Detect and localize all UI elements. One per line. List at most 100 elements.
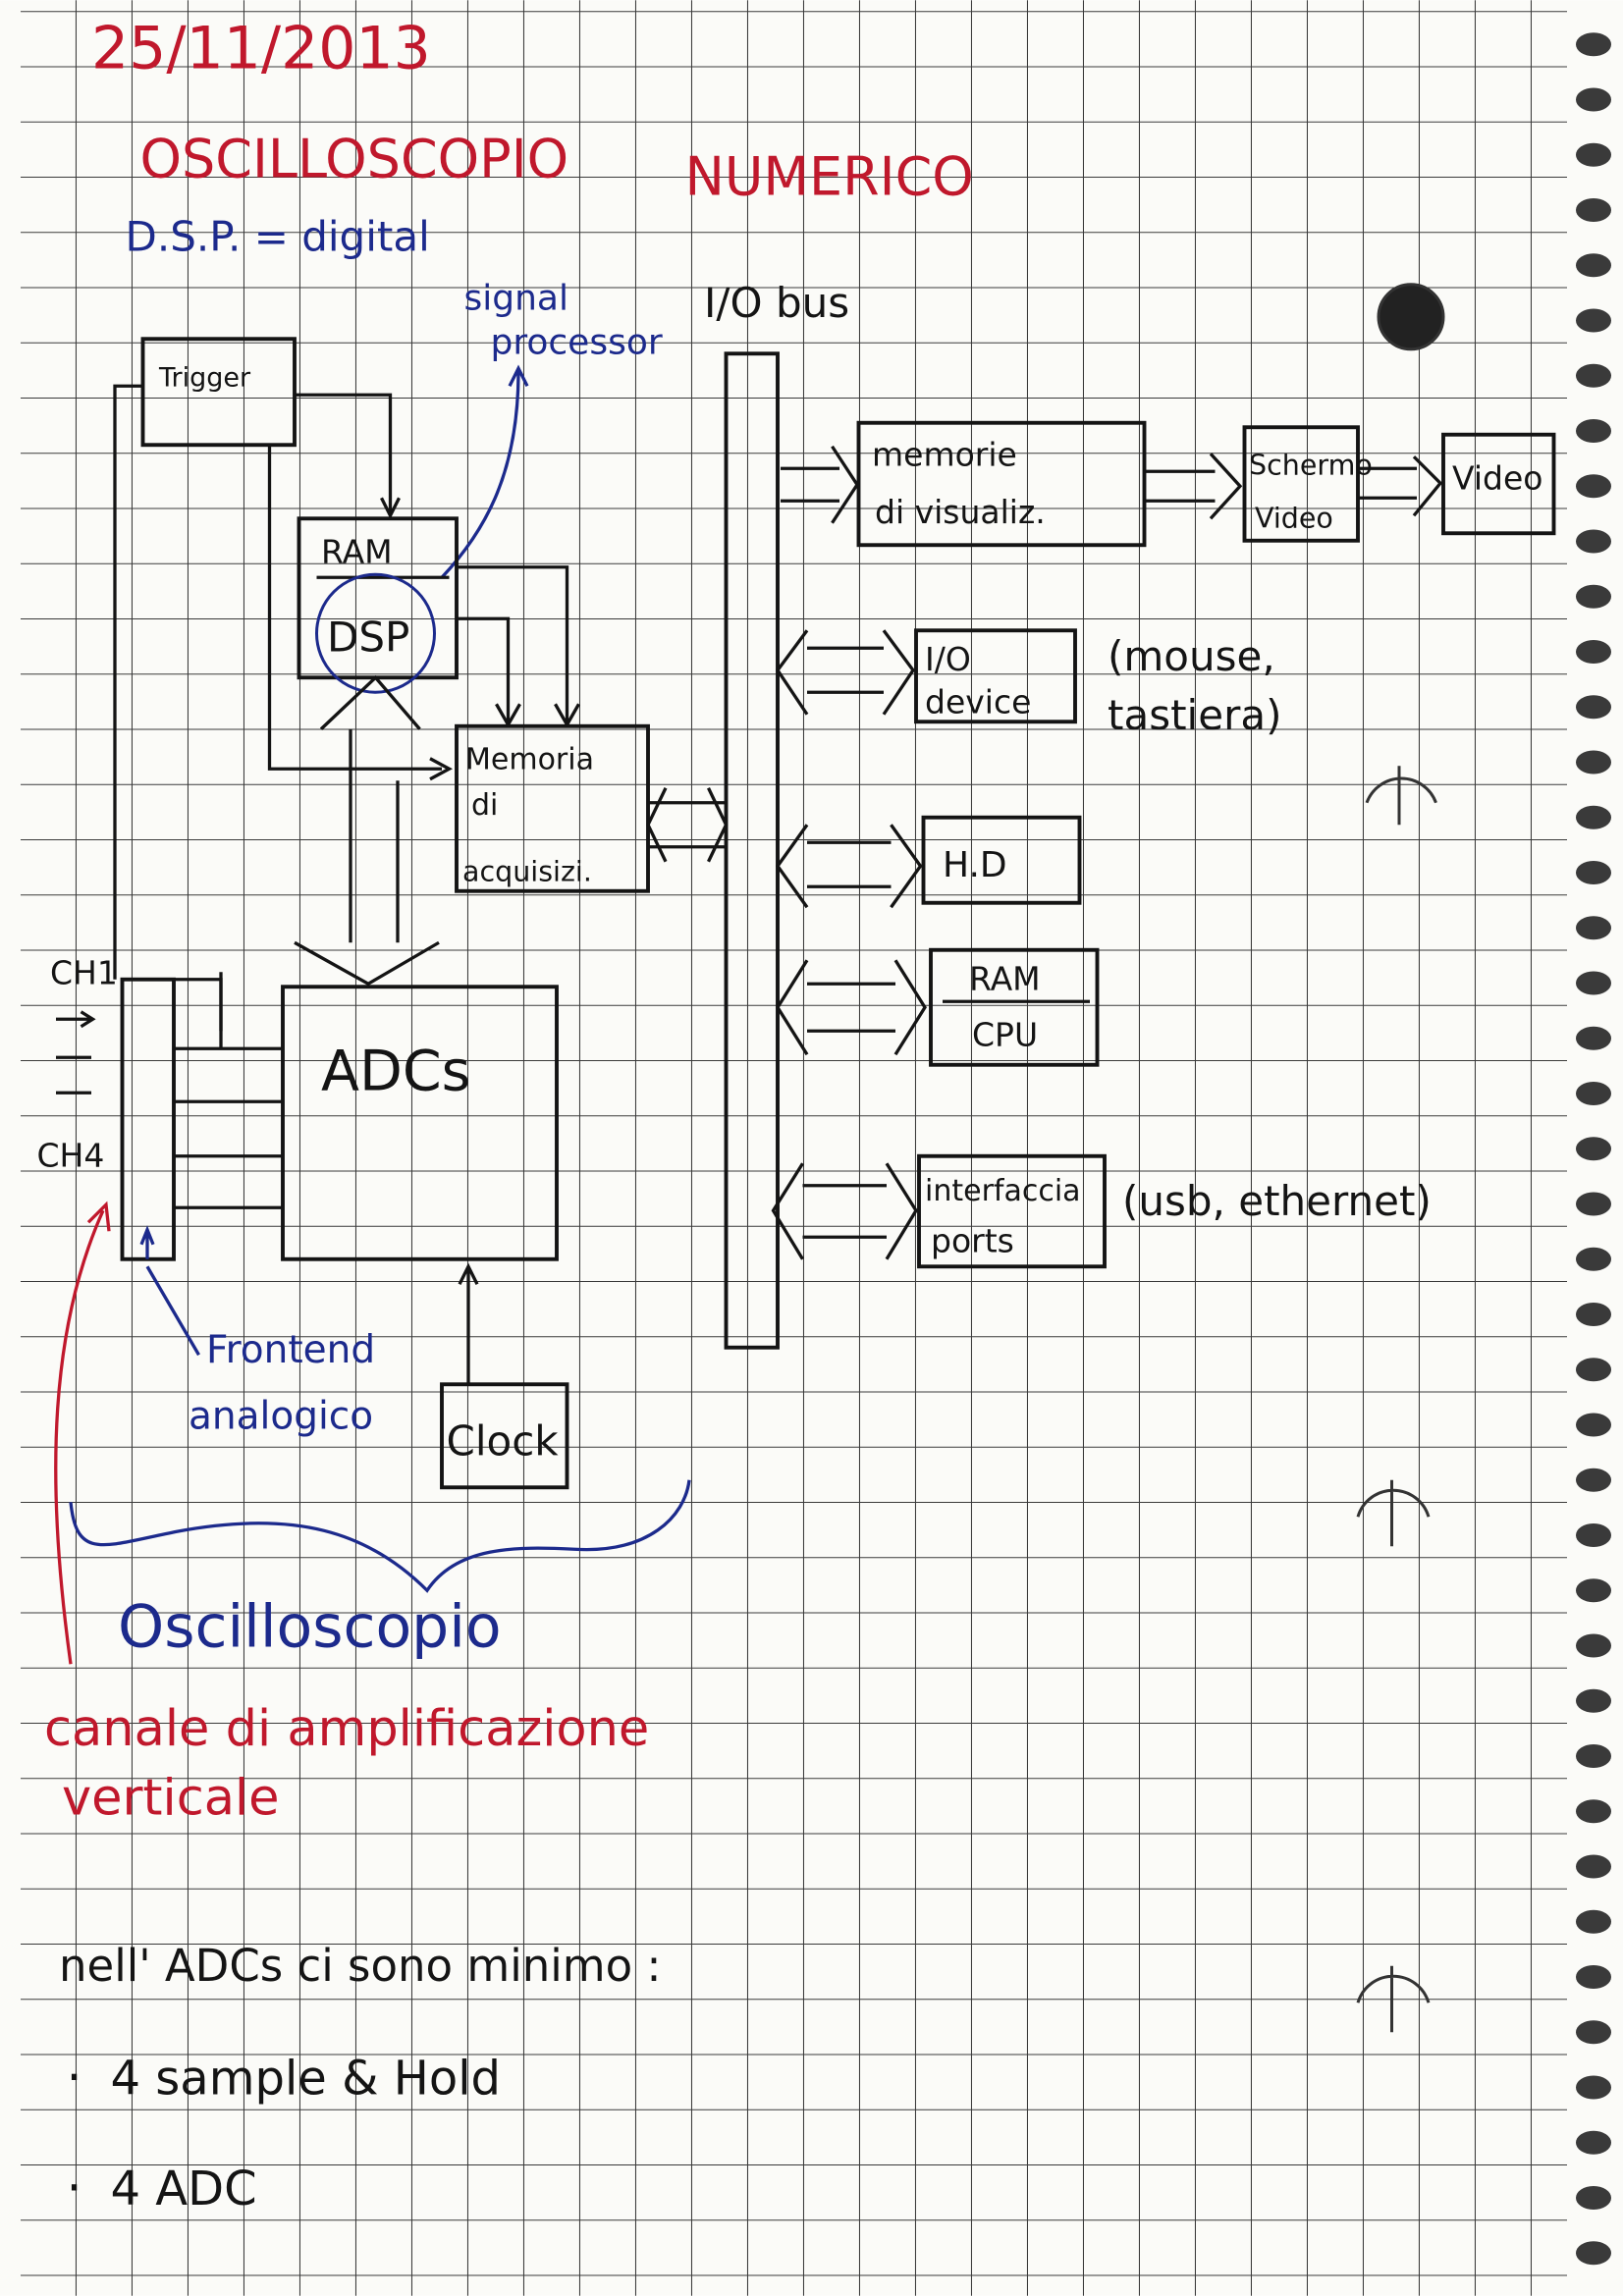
title-oscilloscopio: OSCILLOSCOPIO	[140, 128, 569, 189]
dsp-circle	[315, 572, 436, 694]
spiral-ring	[1576, 363, 1611, 388]
spiral-ring	[1576, 861, 1611, 884]
spiral-ring	[1576, 750, 1611, 774]
spiral-ring	[1576, 2241, 1611, 2266]
dsp-label: DSP	[327, 613, 409, 661]
io-bus	[724, 351, 780, 1350]
ch-input-marks	[56, 1010, 96, 1095]
trigger-to-memoria-line	[267, 445, 453, 781]
hd-block	[921, 815, 1082, 905]
bus-ram-cpu-arrow	[776, 959, 927, 1056]
dsp-definition-line2: signal	[464, 278, 569, 318]
spiral-ring	[1576, 971, 1611, 995]
spiral-ring	[1576, 584, 1611, 609]
io-device-note-1: (mouse,	[1108, 632, 1275, 680]
spiral-ring	[1576, 1799, 1611, 1824]
adc-to-dsp-arrow	[294, 940, 440, 987]
io-device-note-2: tastiera)	[1108, 691, 1281, 739]
bus-ports-arrow	[771, 1162, 918, 1260]
red-pointer-arrow	[54, 1201, 111, 1665]
frontend-label-1: Frontend	[206, 1328, 375, 1372]
spiral-ring	[1576, 1523, 1611, 1547]
title-numerico: NUMERICO	[685, 145, 974, 207]
trigger-block	[140, 337, 297, 448]
video-label: Video	[1452, 458, 1542, 497]
memoria-acquisizione-block	[455, 723, 650, 893]
spiral-ring	[1576, 419, 1611, 443]
schermo-label-1: Schermo	[1249, 449, 1373, 481]
ram-cpu-block	[929, 947, 1100, 1067]
trigger-to-ram-arrow	[295, 393, 401, 519]
spiral-ring	[1576, 805, 1611, 829]
trigger-label: Trigger	[158, 362, 251, 393]
spiral-ring	[1576, 1026, 1611, 1050]
spiral-ring	[1576, 198, 1611, 222]
oscilloscope-brace-label: Oscilloscopio	[118, 1592, 502, 1661]
ram-dsp-block	[297, 516, 459, 680]
ports-note: (usb, ethernet)	[1122, 1177, 1432, 1225]
notes-bullet: ·	[67, 2049, 82, 2107]
date: 25/11/2013	[91, 14, 431, 82]
grid-lines	[21, 0, 1567, 2296]
spiral-ring	[1576, 2130, 1611, 2155]
channel-lines	[174, 978, 283, 1209]
spiral-ring	[1576, 1633, 1611, 1658]
clock-block	[440, 1382, 569, 1490]
io-bus-label: I/O bus	[704, 279, 849, 327]
spiral-ring	[1576, 308, 1611, 333]
spiral-ring	[1576, 1137, 1611, 1161]
adcs-label: ADCs	[321, 1039, 470, 1103]
clock-to-adc-arrow	[458, 1262, 479, 1385]
oscilloscope-brace	[69, 1479, 691, 1593]
ram-cpu-label-1: RAM	[969, 959, 1041, 997]
ports-label-2: ports	[931, 1221, 1014, 1259]
spiral-binding	[1576, 32, 1611, 2266]
spiral-ring	[1576, 1909, 1611, 1934]
spiral-ring	[1576, 253, 1611, 278]
spiral-ring	[1576, 1744, 1611, 1768]
memoria-label-2: di	[471, 788, 498, 823]
ram-label: RAM	[321, 532, 393, 570]
spiral-ring	[1576, 1965, 1611, 1989]
dsp-to-memoria-arrows	[457, 565, 580, 728]
adcs-block	[281, 985, 559, 1261]
spiral-ring	[1576, 1192, 1611, 1216]
interface-ports-block	[917, 1153, 1107, 1269]
memorie-label-1: memorie	[872, 435, 1017, 473]
spiral-ring	[1576, 1468, 1611, 1492]
hd-label: H.D	[943, 845, 1007, 885]
spiral-ring	[1576, 1578, 1611, 1603]
red-note-line2: verticale	[62, 1769, 280, 1827]
spiral-ring	[1576, 2020, 1611, 2045]
spiral-ring	[1576, 87, 1611, 112]
spiral-ring	[1576, 142, 1611, 167]
spiral-ring	[1576, 1413, 1611, 1437]
notes-item-adc: 4 ADC	[111, 2162, 257, 2216]
spiral-ring	[1576, 1303, 1611, 1326]
hole-marks	[1356, 283, 1445, 2033]
spiral-ring	[1576, 640, 1611, 664]
io-device-label-2: device	[925, 682, 1031, 721]
dsp-definition-line1: D.S.P. = digital	[126, 212, 430, 260]
memoria-label-1: Memoria	[465, 742, 594, 776]
schermo-to-video-arrow	[1358, 455, 1443, 517]
spiral-ring	[1576, 1358, 1611, 1382]
spiral-ring	[1576, 32, 1611, 57]
spiral-ring	[1576, 2075, 1611, 2100]
io-device-block	[914, 628, 1077, 724]
ram-cpu-label-2: CPU	[972, 1015, 1038, 1053]
clock-label: Clock	[447, 1416, 560, 1465]
ports-label-1: interfaccia	[925, 1174, 1081, 1208]
notes-intro: nell' ADCs ci sono minimo :	[59, 1940, 662, 1992]
spiral-ring	[1576, 2186, 1611, 2210]
frontend-pointer	[139, 1225, 200, 1357]
memorie-label-2: di visualiz.	[875, 493, 1046, 531]
frontend-label-2: analogico	[189, 1394, 373, 1438]
adc-dsp-arrow	[319, 674, 421, 943]
io-device-label-1: I/O	[925, 640, 971, 678]
spiral-ring	[1576, 1082, 1611, 1105]
ch1-label: CH1	[50, 953, 118, 991]
memorie-to-schermo-arrow	[1144, 453, 1243, 520]
spiral-ring	[1576, 474, 1611, 499]
